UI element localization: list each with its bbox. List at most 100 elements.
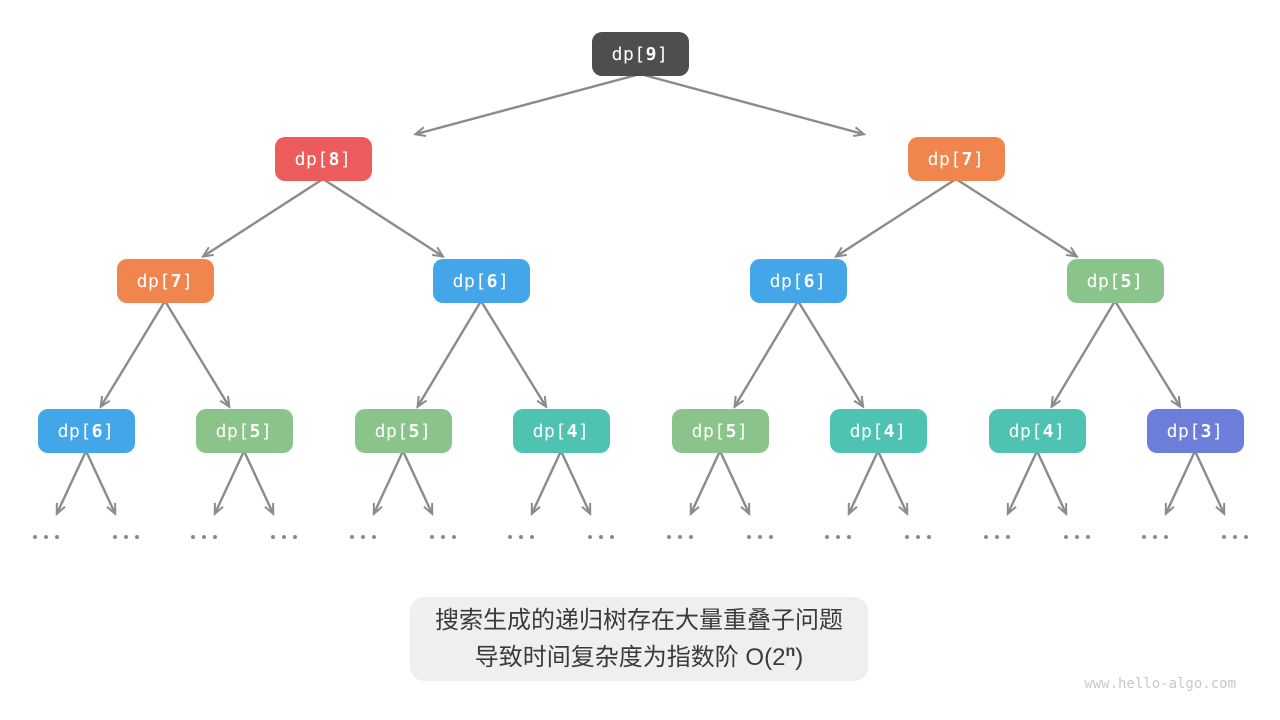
edge-d4-ellipsis-left xyxy=(532,450,563,513)
ellipsis-d8-left xyxy=(1142,535,1168,539)
tree-node-dp6-c2: dp[6] xyxy=(432,259,530,303)
ellipsis-dot xyxy=(1222,535,1226,539)
node-label-suffix: ] xyxy=(578,420,590,442)
node-label-digit: 6 xyxy=(803,270,815,292)
ellipsis-dot xyxy=(769,535,773,539)
ellipsis-dot xyxy=(124,535,128,539)
ellipsis-dot xyxy=(213,535,217,539)
node-label-suffix: ] xyxy=(1132,270,1144,292)
ellipsis-dot xyxy=(689,535,693,539)
ellipsis-d4-left xyxy=(508,535,534,539)
ellipsis-dot xyxy=(530,535,534,539)
node-label-prefix: dp[ xyxy=(374,420,409,442)
node-label-prefix: dp[ xyxy=(215,420,250,442)
node-label-digit: 6 xyxy=(91,420,103,442)
ellipsis-dot xyxy=(599,535,603,539)
ellipsis-dot xyxy=(678,535,682,539)
ellipsis-d5-left xyxy=(667,535,693,539)
edge-a1-b1 xyxy=(416,72,641,134)
ellipsis-dot xyxy=(44,535,48,539)
node-label-prefix: dp[ xyxy=(1166,420,1201,442)
edge-a1-b2 xyxy=(639,72,863,134)
tree-node-dp5-d3: dp[5] xyxy=(354,409,452,453)
node-label-prefix: dp[ xyxy=(452,270,487,292)
ellipsis-d7-right xyxy=(1064,535,1090,539)
node-label-digit: 4 xyxy=(883,420,895,442)
edge-d3-ellipsis-left xyxy=(374,450,405,513)
ellipsis-dot xyxy=(452,535,456,539)
ellipsis-dot xyxy=(984,535,988,539)
node-label-suffix: ] xyxy=(498,270,510,292)
edge-d6-ellipsis-left xyxy=(849,450,880,513)
edge-d7-ellipsis-right xyxy=(1035,450,1066,513)
ellipsis-dot xyxy=(905,535,909,539)
node-label-digit: 5 xyxy=(1120,270,1132,292)
tree-node-dp6-c3: dp[6] xyxy=(749,259,847,303)
edge-c2-d4 xyxy=(479,300,546,406)
edge-d7-ellipsis-left xyxy=(1008,450,1039,513)
ellipsis-dot xyxy=(33,535,37,539)
ellipsis-dot xyxy=(1086,535,1090,539)
edge-c3-d5 xyxy=(735,300,800,406)
node-label-suffix: ] xyxy=(420,420,432,442)
node-label-digit: 4 xyxy=(1042,420,1054,442)
node-label-suffix: ] xyxy=(261,420,273,442)
tree-node-dp7-c1: dp[7] xyxy=(116,259,214,303)
ellipsis-dot xyxy=(1233,535,1237,539)
ellipsis-dot xyxy=(202,535,206,539)
ellipsis-dot xyxy=(1006,535,1010,539)
edge-d2-ellipsis-left xyxy=(215,450,246,513)
ellipsis-dot xyxy=(135,535,139,539)
node-label-prefix: dp[ xyxy=(927,148,962,170)
tree-node-dp5-c4: dp[5] xyxy=(1066,259,1164,303)
tree-node-dp8-b1: dp[8] xyxy=(274,137,372,181)
edge-d8-ellipsis-left xyxy=(1166,450,1197,513)
tree-node-dp5-d2: dp[5] xyxy=(195,409,293,453)
edge-c1-d2 xyxy=(163,300,229,406)
tree-node-dp5-d5: dp[5] xyxy=(671,409,769,453)
tree-node-dp4-d7: dp[4] xyxy=(988,409,1086,453)
caption-line1: 搜索生成的递归树存在大量重叠子问题 xyxy=(435,607,843,634)
caption-line2-text: 导致时间复杂度为指数阶 O(2 xyxy=(474,644,786,671)
node-label-digit: 8 xyxy=(328,148,340,170)
tree-node-dp4-d4: dp[4] xyxy=(512,409,610,453)
edge-d3-ellipsis-right xyxy=(401,450,432,513)
edge-d5-ellipsis-left xyxy=(691,450,722,513)
ellipsis-dot xyxy=(191,535,195,539)
node-label-digit: 5 xyxy=(725,420,737,442)
edge-b2-c4 xyxy=(955,177,1076,256)
ellipsis-dot xyxy=(588,535,592,539)
node-label-suffix: ] xyxy=(815,270,827,292)
ellipsis-d2-left xyxy=(191,535,217,539)
tree-node-dp9-a1: dp[9] xyxy=(591,32,689,76)
ellipsis-d8-right xyxy=(1222,535,1248,539)
node-label-prefix: dp[ xyxy=(532,420,567,442)
node-label-suffix: ] xyxy=(657,43,669,65)
ellipsis-dot xyxy=(372,535,376,539)
ellipsis-dot xyxy=(293,535,297,539)
ellipsis-dot xyxy=(1244,535,1248,539)
ellipsis-dot xyxy=(113,535,117,539)
node-label-digit: 7 xyxy=(961,148,973,170)
ellipsis-dot xyxy=(519,535,523,539)
tree-node-dp3-d8: dp[3] xyxy=(1146,409,1244,453)
ellipsis-d5-right xyxy=(747,535,773,539)
ellipsis-d1-right xyxy=(113,535,139,539)
node-label-prefix: dp[ xyxy=(1008,420,1043,442)
node-label-prefix: dp[ xyxy=(294,148,329,170)
edge-d1-ellipsis-left xyxy=(57,450,88,513)
ellipsis-d3-left xyxy=(350,535,376,539)
ellipsis-dot xyxy=(441,535,445,539)
node-label-digit: 6 xyxy=(486,270,498,292)
node-label-prefix: dp[ xyxy=(611,43,646,65)
node-label-suffix: ] xyxy=(340,148,352,170)
ellipsis-dot xyxy=(361,535,365,539)
edge-d5-ellipsis-right xyxy=(718,450,749,513)
node-label-prefix: dp[ xyxy=(691,420,726,442)
ellipsis-dot xyxy=(1075,535,1079,539)
ellipsis-dot xyxy=(430,535,434,539)
tree-node-dp6-d1: dp[6] xyxy=(37,409,135,453)
ellipsis-d3-right xyxy=(430,535,456,539)
